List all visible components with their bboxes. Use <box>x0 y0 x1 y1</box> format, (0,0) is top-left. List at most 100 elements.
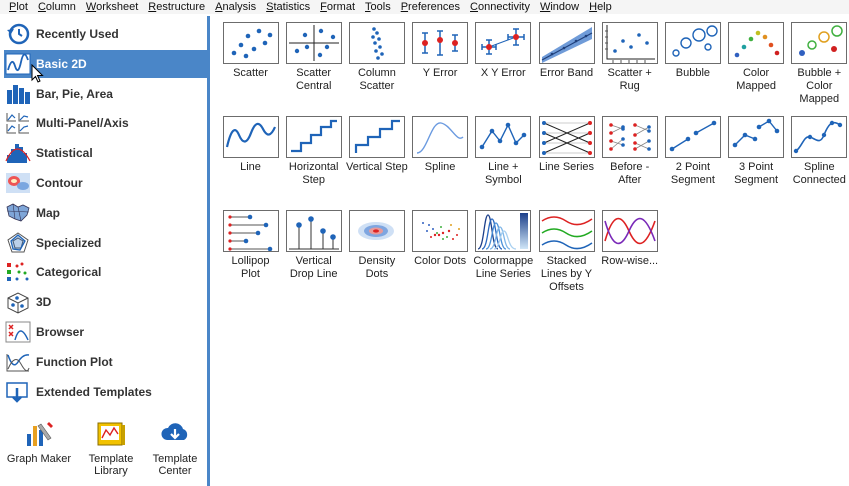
template-row-wise[interactable]: Row-wise... <box>598 210 661 268</box>
template-stacked-lines[interactable]: Stacked Lines by Y Offsets <box>535 210 598 294</box>
menu-analysis[interactable]: Analysis <box>215 1 257 13</box>
menu-plot[interactable]: Plot <box>9 1 28 13</box>
category-label: Statistical <box>36 146 93 161</box>
line-symbol-icon <box>475 116 532 158</box>
template-label: Horizontal Step <box>288 161 339 186</box>
category-3d[interactable]: 3D <box>4 288 208 316</box>
menu-connectivity[interactable]: Connectivity <box>470 1 530 13</box>
template-library-button[interactable]: Template Library <box>76 420 146 477</box>
template-error-band[interactable]: Error Band <box>535 22 598 80</box>
category-contour[interactable]: Contour <box>4 169 208 197</box>
menu-worksheet[interactable]: Worksheet <box>85 1 139 13</box>
template-y-error[interactable]: Y Error <box>409 22 472 80</box>
template-bubble-color-mapped[interactable]: Bubble + Color Mapped <box>788 22 849 106</box>
template-xy-error[interactable]: X Y Error <box>472 22 535 80</box>
menu-restructure[interactable]: Restructure <box>148 1 206 13</box>
category-label: Map <box>36 205 60 220</box>
category-map[interactable]: Map <box>4 199 208 227</box>
template-label: Color Dots <box>414 255 467 267</box>
category-function-plot[interactable]: Function Plot <box>4 348 208 376</box>
scatter-icon <box>222 22 279 64</box>
template-line-series[interactable]: Line Series <box>535 116 598 174</box>
template-center-button[interactable]: Template Center <box>140 420 210 477</box>
category-label: Contour <box>36 176 83 190</box>
template-scatter-rug[interactable]: Scatter + Rug <box>598 22 661 93</box>
category-label: Function Plot <box>36 354 113 369</box>
template-color-dots[interactable]: Color Dots <box>409 210 472 268</box>
category-label: Bar, Pie, Area <box>36 86 113 101</box>
category-browser[interactable]: Browser <box>4 318 208 346</box>
function-icon <box>4 350 32 374</box>
template-before-after[interactable]: Before - After <box>598 116 661 187</box>
template-three-point-segment[interactable]: 3 Point Segment <box>725 116 788 187</box>
menu-preferences[interactable]: Preferences <box>400 1 461 13</box>
tool-label: Template Center <box>152 453 198 477</box>
spline-connected-icon <box>791 116 848 158</box>
menu-window[interactable]: Window <box>539 1 580 13</box>
template-line[interactable]: Line <box>219 116 282 174</box>
template-label: Line Series <box>538 161 595 173</box>
menu-format[interactable]: Format <box>320 1 356 13</box>
menu-help[interactable]: Help <box>589 1 612 13</box>
category-categorical[interactable]: Categorical <box>4 258 208 286</box>
template-bubble[interactable]: Bubble <box>661 22 724 80</box>
template-center-icon <box>159 420 191 451</box>
template-color-mapped[interactable]: Color Mapped <box>725 22 788 93</box>
template-vertical-drop-line[interactable]: Vertical Drop Line <box>282 210 345 281</box>
map-icon <box>4 201 32 225</box>
multipanel-icon <box>4 111 32 135</box>
radar-icon <box>4 231 32 255</box>
category-label: Basic 2D <box>36 56 87 71</box>
template-spline-connected[interactable]: Spline Connected <box>788 116 849 187</box>
category-bar-pie-area[interactable]: Bar, Pie, Area <box>4 80 208 108</box>
mouse-cursor-icon <box>31 64 44 83</box>
template-label: Scatter + Rug <box>607 67 652 92</box>
template-colormapped-line-series[interactable]: Colormappe Line Series <box>472 210 535 281</box>
template-label: Column Scatter <box>357 67 396 92</box>
browser-icon <box>4 320 32 344</box>
menu-tools[interactable]: Tools <box>365 1 391 13</box>
density-dots-icon <box>348 210 405 252</box>
template-scatter[interactable]: Scatter <box>219 22 282 80</box>
template-label: Bubble <box>675 67 711 79</box>
category-statistical[interactable]: Statistical <box>4 139 208 167</box>
bar-chart-icon <box>4 82 32 106</box>
template-label: Scatter Central <box>295 67 332 92</box>
template-lollipop[interactable]: Lollipop Plot <box>219 210 282 281</box>
horizontal-step-icon <box>285 116 342 158</box>
template-label: Before - After <box>610 161 650 186</box>
contour-icon <box>4 171 32 195</box>
template-horizontal-step[interactable]: Horizontal Step <box>282 116 345 187</box>
template-label: Vertical Step <box>346 161 408 173</box>
template-label: Y Error <box>422 67 458 79</box>
category-label: Categorical <box>36 265 102 280</box>
template-line-symbol[interactable]: Line + Symbol <box>472 116 535 187</box>
template-label: Spline Connected <box>792 161 846 186</box>
template-label: Lollipop Plot <box>231 255 270 280</box>
vertical-step-icon <box>348 116 405 158</box>
category-recently-used[interactable]: Recently Used <box>4 20 208 48</box>
template-label: Color Mapped <box>736 67 776 92</box>
category-multi-panel-axis[interactable]: Multi-Panel/Axis <box>4 109 208 137</box>
stacked-lines-icon <box>538 210 595 252</box>
template-column-scatter[interactable]: Column Scatter <box>345 22 408 93</box>
template-library-icon <box>95 420 127 451</box>
template-label: 2 Point Segment <box>670 161 715 186</box>
template-two-point-segment[interactable]: 2 Point Segment <box>661 116 724 187</box>
menu-statistics[interactable]: Statistics <box>266 1 311 13</box>
category-extended-templates[interactable]: Extended Templates <box>4 378 208 406</box>
template-spline[interactable]: Spline <box>409 116 472 174</box>
template-vertical-step[interactable]: Vertical Step <box>345 116 408 174</box>
category-specialized[interactable]: Specialized <box>4 229 208 257</box>
template-scatter-central[interactable]: Scatter Central <box>282 22 345 93</box>
histogram-icon <box>4 141 32 165</box>
graph-maker-button[interactable]: Graph Maker <box>4 420 74 465</box>
template-density-dots[interactable]: Density Dots <box>345 210 408 281</box>
category-label: Specialized <box>36 235 102 250</box>
category-label: Recently Used <box>36 27 119 41</box>
cube-icon <box>4 290 32 314</box>
category-label: Multi-Panel/Axis <box>36 116 129 131</box>
menu-column[interactable]: Column <box>37 1 76 13</box>
